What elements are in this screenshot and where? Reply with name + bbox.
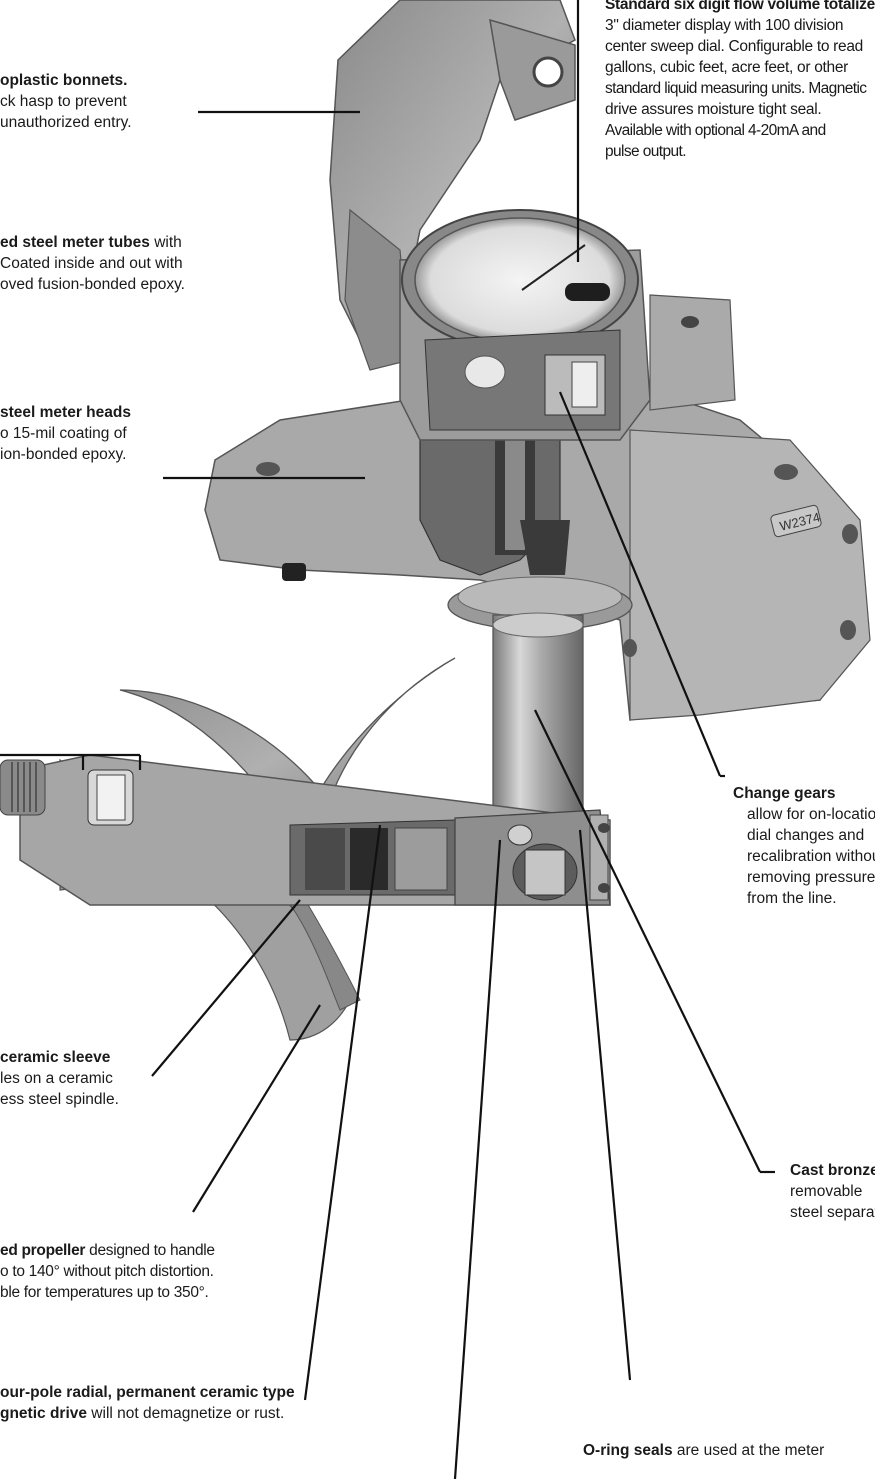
callout-heads: steel meter heads o 15-mil coating of io… [0, 402, 131, 465]
callout-propeller: ed propeller designed to handle o to 140… [0, 1240, 215, 1303]
lower-collar [447, 520, 633, 631]
callout-bronze: Cast bronze removable steel separator [790, 1160, 875, 1223]
display-line1: Standard six digit flow volume totalizer [605, 0, 875, 13]
heads-line2: o 15-mil coating of [0, 425, 127, 442]
display-line5: standard liquid measuring units. Magneti… [605, 80, 867, 97]
sleeve-line3: ess steel spindle. [0, 1091, 119, 1108]
bonnet-lid [329, 0, 576, 371]
display-line8: pulse output. [605, 143, 687, 160]
oring-rest: are used at the meter [672, 1442, 825, 1459]
oring-bold: O-ring seals [583, 1442, 673, 1459]
dial-face [414, 217, 626, 343]
display-line7: Available with optional 4-20mA and [605, 122, 826, 139]
drive-bold: our-pole radial, permanent ceramic type [0, 1384, 295, 1401]
meter-label-plate: W2374 [770, 504, 822, 538]
callout-tubes: ed steel meter tubes with Coated inside … [0, 232, 185, 295]
totalizer-window [565, 283, 610, 301]
bonnets-line3: unauthorized entry. [0, 114, 132, 131]
propeller-bold: ed propeller [0, 1242, 86, 1259]
leader-lines [0, 0, 775, 1479]
tubes-line3: oved fusion-bonded epoxy. [0, 276, 185, 293]
callout-bonnets: oplastic bonnets. ck hasp to prevent una… [0, 70, 132, 133]
heads-bold: steel meter heads [0, 404, 131, 421]
drive-line2-rest: will not demagnetize or rust. [87, 1405, 285, 1422]
gears-line5: removing pressure [747, 869, 875, 886]
sleeve-line2: les on a ceramic [0, 1070, 113, 1087]
display-line2: 3" diameter display with 100 division [605, 17, 844, 34]
propeller-line2: o to 140° without pitch distortion. [0, 1263, 214, 1280]
bronze-bold: Cast bronze [790, 1162, 875, 1179]
display-line6: drive assures moisture tight seal. [605, 101, 822, 118]
bronze-line3: steel separator [790, 1204, 875, 1221]
display-line4: gallons, cubic feet, acre feet, or other [605, 59, 849, 76]
heads-line3: ion-bonded epoxy. [0, 446, 127, 463]
drive-line2-bold: gnetic drive [0, 1405, 87, 1422]
callout-oring: O-ring seals are used at the meter [583, 1440, 824, 1461]
gears-line2: allow for on-location [747, 806, 875, 823]
gears-line4: recalibration without [747, 848, 875, 865]
bonnets-bold: oplastic bonnets. [0, 72, 128, 89]
meter-column [492, 612, 584, 826]
sleeve-bold: ceramic sleeve [0, 1049, 111, 1066]
bronze-line2: removable [790, 1183, 863, 1200]
callout-display: Standard six digit flow volume totalizer… [605, 0, 875, 162]
gears-line6: from the line. [747, 890, 837, 907]
propeller-rest: designed to handle [85, 1242, 215, 1259]
callout-gears: Change gears allow for on-location dial … [733, 783, 875, 909]
propeller-hub [0, 754, 611, 906]
tubes-bold: ed steel meter tubes [0, 234, 150, 251]
tubes-line2: Coated inside and out with [0, 255, 183, 272]
bonnets-line2: ck hasp to prevent [0, 93, 127, 110]
propeller-line3: ble for temperatures up to 350°. [0, 1284, 209, 1301]
callout-drive: our-pole radial, permanent ceramic type … [0, 1382, 295, 1424]
gears-line3: dial changes and [747, 827, 865, 844]
tubes-rest: with [149, 234, 182, 251]
register-housing [399, 209, 736, 441]
gears-bold: Change gears [733, 785, 836, 802]
callout-sleeve: ceramic sleeve les on a ceramic ess stee… [0, 1047, 119, 1110]
display-line3: center sweep dial. Configurable to read [605, 38, 863, 55]
